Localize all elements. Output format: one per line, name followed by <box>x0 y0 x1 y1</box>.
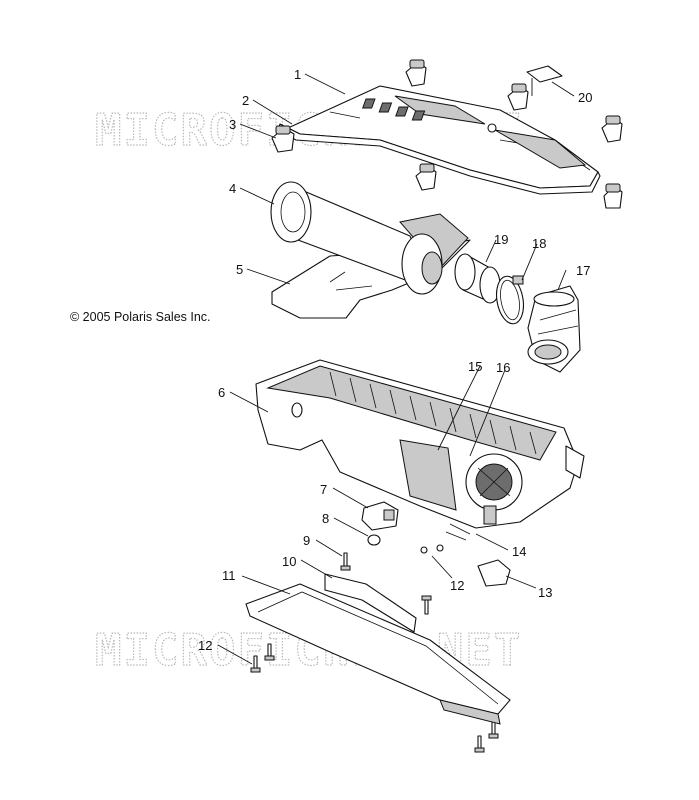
leader-lines <box>217 73 575 665</box>
callout-15: 15 <box>468 359 482 374</box>
callout-numbers: 1 2 3 4 5 6 7 8 9 10 11 12 12 13 14 15 1… <box>198 67 592 653</box>
fasteners <box>250 523 499 753</box>
part-18-clamp <box>495 275 525 325</box>
callout-1: 1 <box>294 67 301 82</box>
callout-19: 19 <box>494 232 508 247</box>
part-13-switch <box>477 559 511 587</box>
part-19-coupler <box>454 253 501 304</box>
callout-2: 2 <box>242 93 249 108</box>
copyright-text: © 2005 Polaris Sales Inc. <box>70 310 211 324</box>
callout-12-right: 12 <box>450 578 464 593</box>
part-20-label <box>526 65 563 83</box>
callout-13: 13 <box>538 585 552 600</box>
callout-16: 16 <box>496 360 510 375</box>
callout-20: 20 <box>578 90 592 105</box>
part-7-sensor <box>361 501 399 531</box>
callout-12-left: 12 <box>198 638 212 653</box>
part-4-air-filter <box>270 181 469 295</box>
part-11-skid-plate <box>245 583 511 725</box>
part-3-latches <box>271 59 623 209</box>
callout-10: 10 <box>282 554 296 569</box>
callout-8: 8 <box>322 511 329 526</box>
callout-17: 17 <box>576 263 590 278</box>
part-17-intake-boot <box>527 285 581 373</box>
part-6-airbox-lower <box>255 359 585 529</box>
part-8-grommet <box>367 534 381 546</box>
callout-11: 11 <box>222 568 236 583</box>
callout-6: 6 <box>218 385 225 400</box>
callout-3: 3 <box>229 117 236 132</box>
callout-7: 7 <box>320 482 327 497</box>
callout-4: 4 <box>229 181 236 196</box>
callout-9: 9 <box>303 533 310 548</box>
callout-14: 14 <box>512 544 526 559</box>
callout-5: 5 <box>236 262 243 277</box>
part-1-airbox-cover <box>277 85 601 195</box>
callout-18: 18 <box>532 236 546 251</box>
